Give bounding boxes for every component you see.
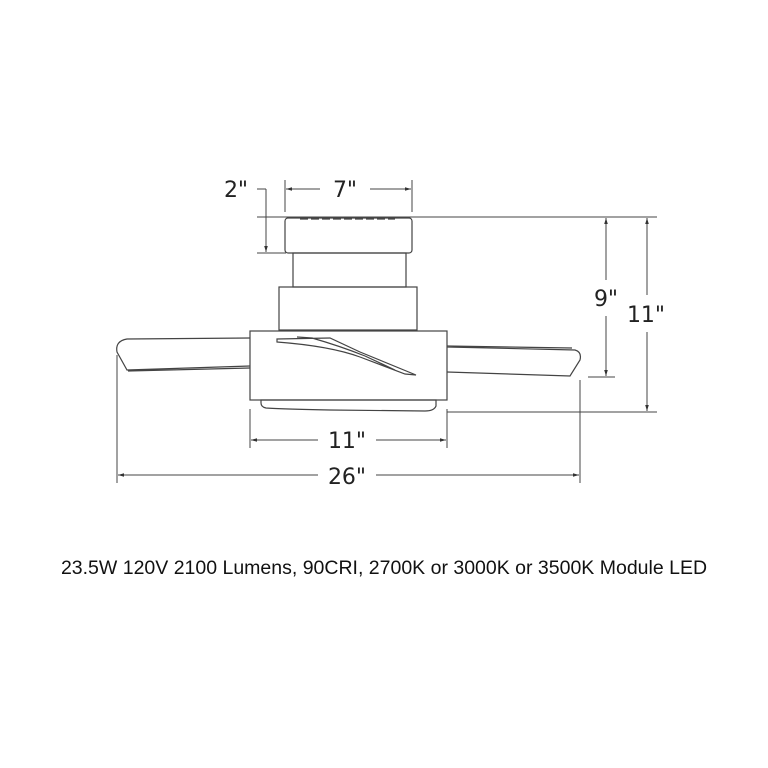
canopy-height-label: 2" xyxy=(224,178,248,203)
height-to-blade-label: 9" xyxy=(594,287,618,312)
overall-height-label: 11" xyxy=(627,303,665,328)
body-width-label: 11" xyxy=(328,429,366,454)
canopy-width-label: 7" xyxy=(333,178,357,203)
downrod-housing xyxy=(292,252,407,288)
dimension-lines xyxy=(118,187,649,477)
motor-housing xyxy=(278,286,418,331)
spec-text: 23.5W 120V 2100 Lumens, 90CRI, 2700K or … xyxy=(60,557,708,579)
overall-span-label: 26" xyxy=(328,465,366,490)
extension-lines xyxy=(116,180,657,483)
left-blade xyxy=(116,337,251,372)
light-kit xyxy=(260,399,437,412)
right-blade xyxy=(446,345,582,377)
canopy xyxy=(284,217,413,254)
fan-body xyxy=(249,330,448,401)
blade-accent xyxy=(276,336,417,376)
